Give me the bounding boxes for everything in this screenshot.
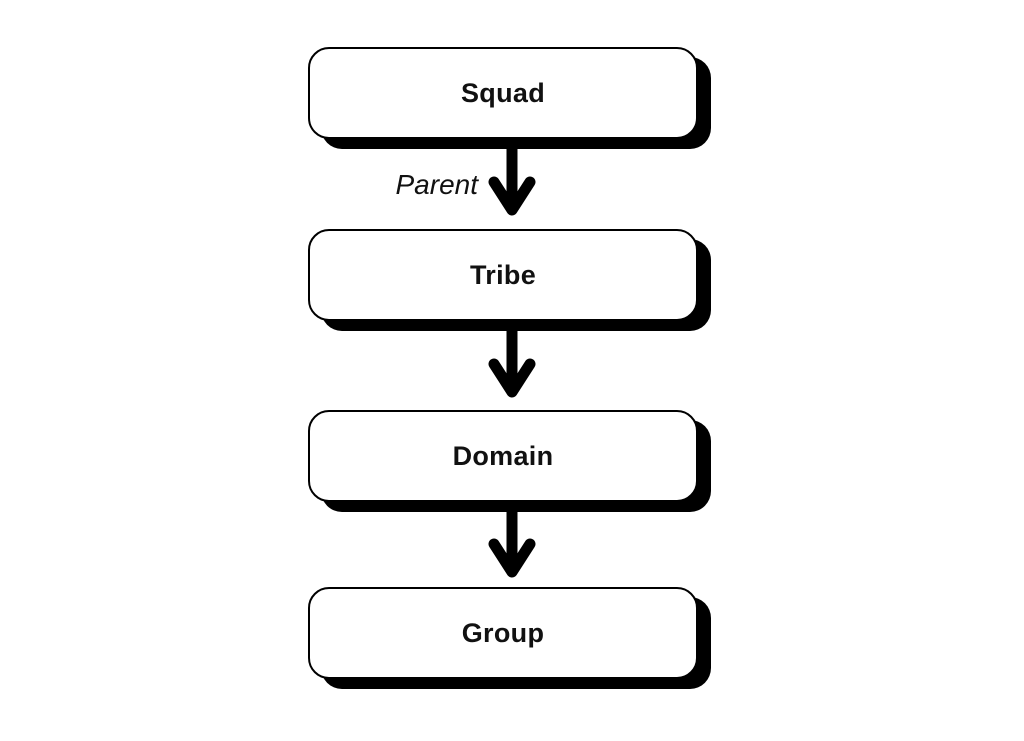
node-domain-label: Domain — [452, 440, 554, 471]
arrow-down-icon — [487, 324, 537, 400]
node-tribe-label: Tribe — [469, 259, 537, 290]
node-domain: Domain — [308, 410, 698, 502]
node-group: Group — [308, 587, 698, 679]
arrow-down-icon — [487, 142, 537, 218]
node-squad-label: Squad — [460, 77, 545, 108]
node-tribe: Tribe — [308, 229, 698, 321]
node-group-label: Group — [461, 617, 545, 648]
node-squad: Squad — [308, 47, 698, 139]
arrow-down-icon — [487, 504, 537, 580]
edge-label-parent: Parent — [395, 169, 479, 200]
